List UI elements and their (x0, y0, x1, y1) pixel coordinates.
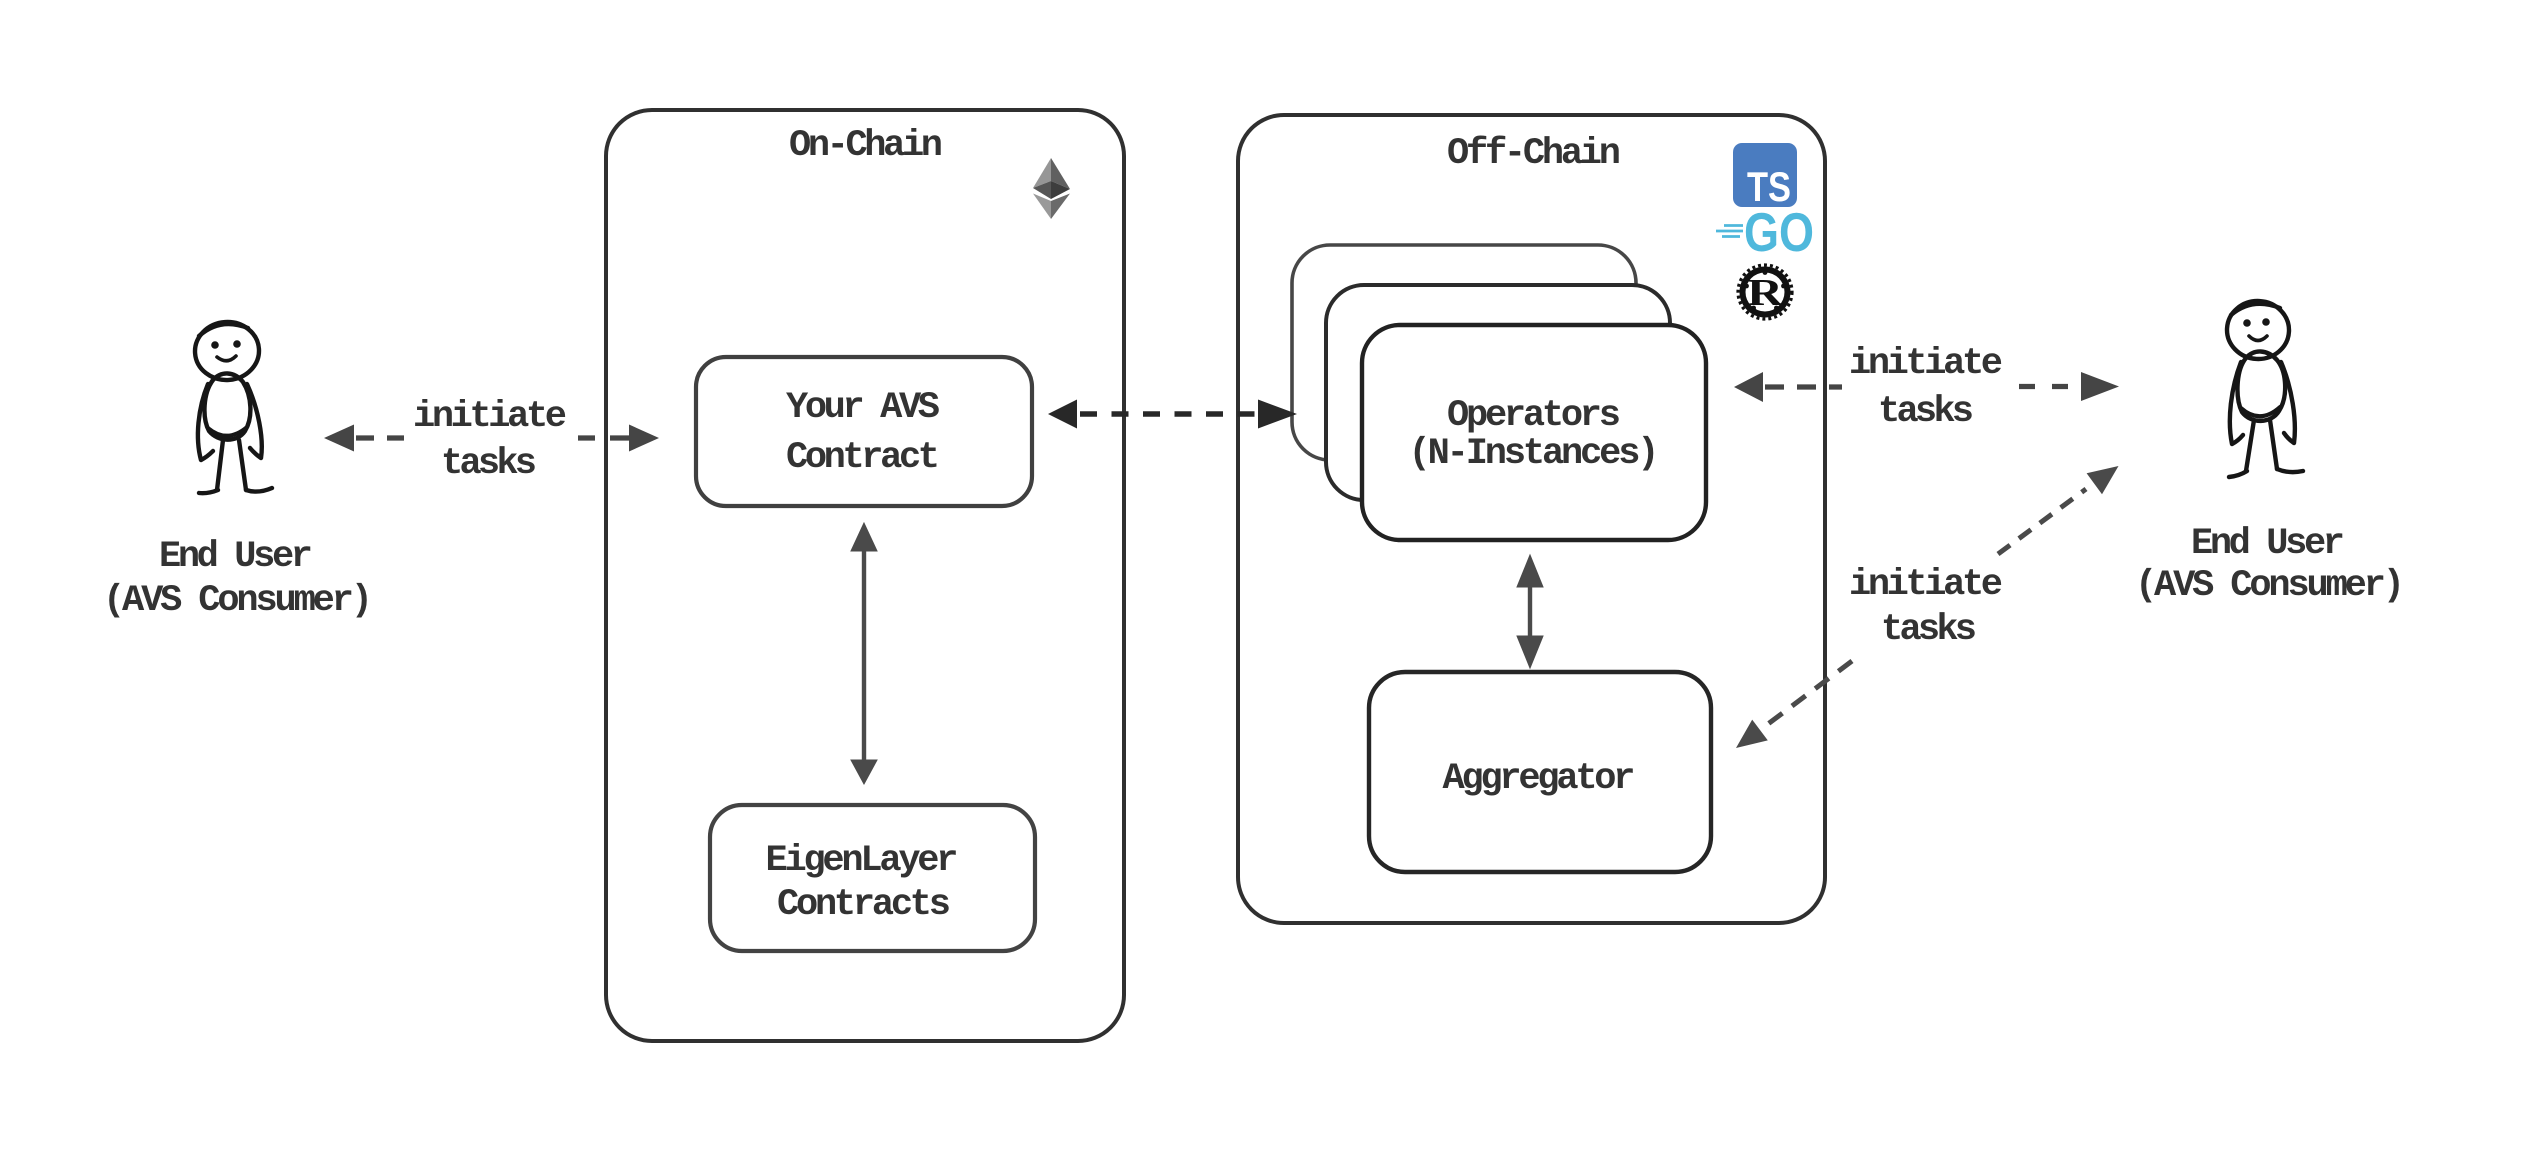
svg-text:(AVS Consumer): (AVS Consumer) (2135, 565, 2405, 607)
svg-text:Contracts: Contracts (777, 884, 951, 926)
svg-text:GO: GO (1744, 201, 1814, 263)
svg-text:Your AVS: Your AVS (786, 387, 940, 429)
svg-text:End User: End User (159, 536, 313, 578)
svg-text:(AVS Consumer): (AVS Consumer) (103, 580, 373, 622)
svg-text:tasks: tasks (441, 443, 537, 485)
svg-text:initiate: initiate (1849, 564, 2003, 606)
svg-text:End User: End User (2191, 523, 2345, 565)
svg-text:(N-Instances): (N-Instances) (1409, 433, 1660, 475)
svg-text:tasks: tasks (1881, 609, 1977, 651)
svg-text:tasks: tasks (1878, 391, 1974, 433)
svg-text:initiate: initiate (413, 396, 567, 438)
svg-text:Operators: Operators (1447, 395, 1621, 437)
svg-text:On-Chain: On-Chain (789, 125, 943, 167)
svg-text:Off-Chain: Off-Chain (1447, 133, 1621, 175)
svg-text:Contract: Contract (786, 437, 940, 479)
svg-text:TS: TS (1747, 163, 1791, 210)
svg-text:Aggregator: Aggregator (1443, 758, 1636, 800)
svg-text:initiate: initiate (1849, 343, 2003, 385)
svg-text:EigenLayer: EigenLayer (766, 840, 959, 882)
